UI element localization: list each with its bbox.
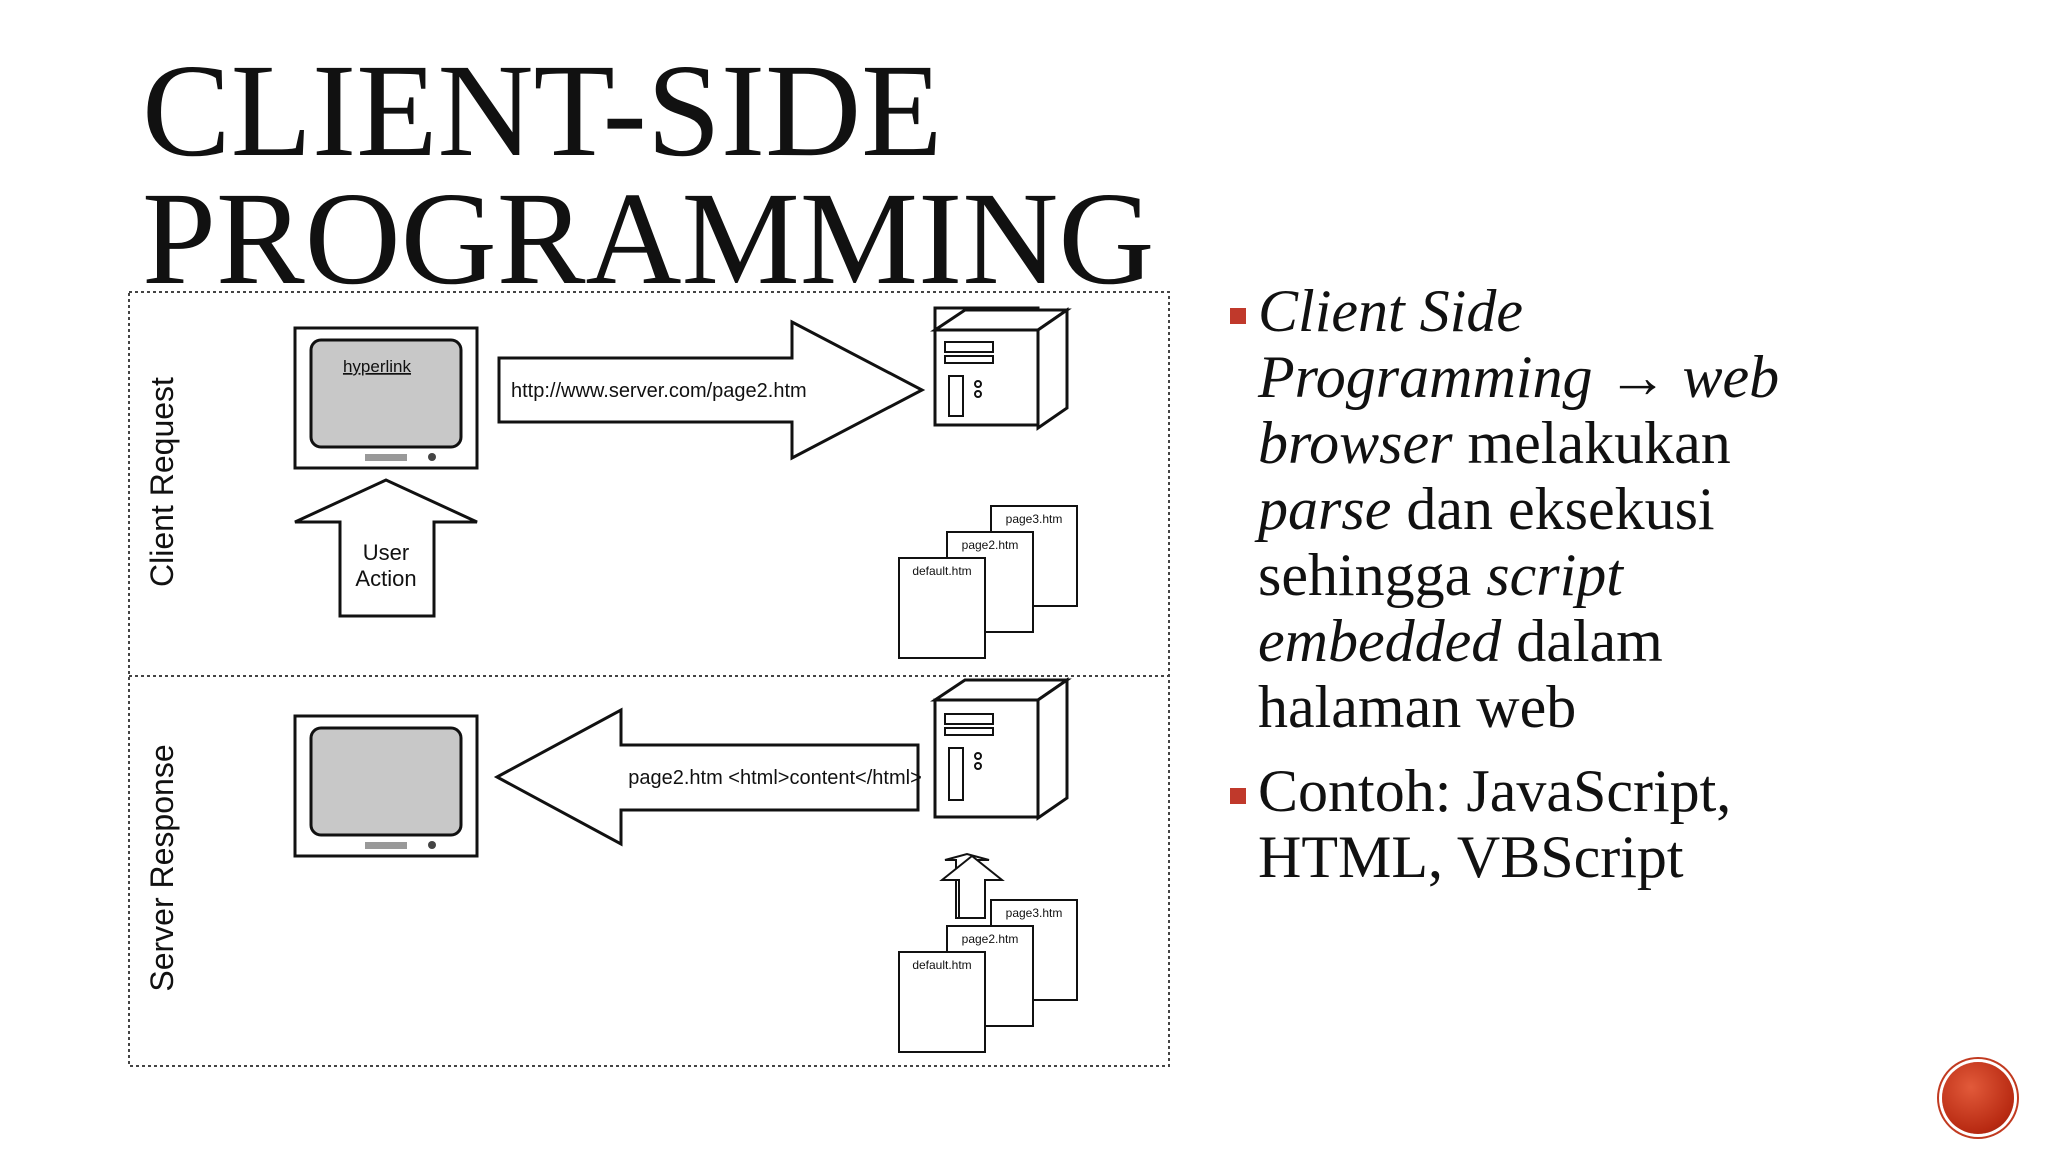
request-document-stack-icon <box>898 505 1078 659</box>
response-file-page3: page3.htm <box>1006 906 1063 920</box>
response-file-default: default.htm <box>912 958 971 972</box>
slide-title-line-1: Client-Side <box>142 36 943 184</box>
response-content-text: page2.htm <html>content</html> <box>628 767 922 789</box>
response-server-tower-icon <box>930 677 1072 821</box>
client-request-label: Client Request <box>144 377 180 587</box>
client-server-diagram: Client Request Server Response hyperlink… <box>128 291 1170 1067</box>
bullet-marker <box>1230 308 1246 324</box>
server-response-label: Server Response <box>144 744 180 991</box>
slide-title: Client-Side Programming <box>142 36 1155 312</box>
bullet-text-examples: Contoh: JavaScript, HTML, VBScript <box>1258 758 1732 890</box>
nav-button-icon[interactable] <box>1942 1062 2014 1134</box>
bullet-arrow-right-icon: → <box>1592 344 1683 410</box>
response-document-stack-icon <box>898 899 1078 1053</box>
user-action-line-1: User <box>363 540 409 565</box>
hyperlink-label: hyperlink <box>343 357 412 376</box>
request-url-text: http://www.server.com/page2.htm <box>511 380 807 402</box>
bullet-list: Client Side Programming → web browser me… <box>1228 278 1868 908</box>
bullet-text-parse: parse <box>1258 476 1392 542</box>
bullet-text-web-browser: web browser <box>1258 344 1780 476</box>
request-arrow-right-icon <box>497 319 926 461</box>
bullet-text-script-embedded: script embedded <box>1258 542 1623 674</box>
bullet-text-dan-eksekusi: dan eksekusi sehingga <box>1258 476 1715 608</box>
slide-title-line-2: Programming <box>142 164 1155 312</box>
bullet-marker <box>1230 788 1246 804</box>
request-file-default: default.htm <box>912 564 971 578</box>
response-arrow-left-icon <box>493 707 920 847</box>
user-action-line-2: Action <box>355 566 416 591</box>
client-monitor-icon <box>293 326 479 470</box>
bullet-text-client-side-programming: Client Side Programming <box>1258 278 1593 410</box>
bullet-item-definition: Client Side Programming → web browser me… <box>1228 278 1868 740</box>
bullet-item-examples: Contoh: JavaScript, HTML, VBScript <box>1228 758 1868 890</box>
request-server-tower-icon <box>930 306 1072 431</box>
request-file-page3: page3.htm <box>1006 512 1063 526</box>
response-monitor-icon <box>293 714 479 858</box>
response-arrow-up-icon <box>939 852 1005 919</box>
bullet-text-dalam-halaman-web: dalam halaman web <box>1258 608 1663 740</box>
user-action-arrow-up-icon <box>294 478 478 618</box>
bullet-text-melakukan: melakukan <box>1452 410 1731 476</box>
response-file-page2: page2.htm <box>962 932 1019 946</box>
request-file-page2: page2.htm <box>962 538 1019 552</box>
diagram-frame <box>128 291 1170 1067</box>
